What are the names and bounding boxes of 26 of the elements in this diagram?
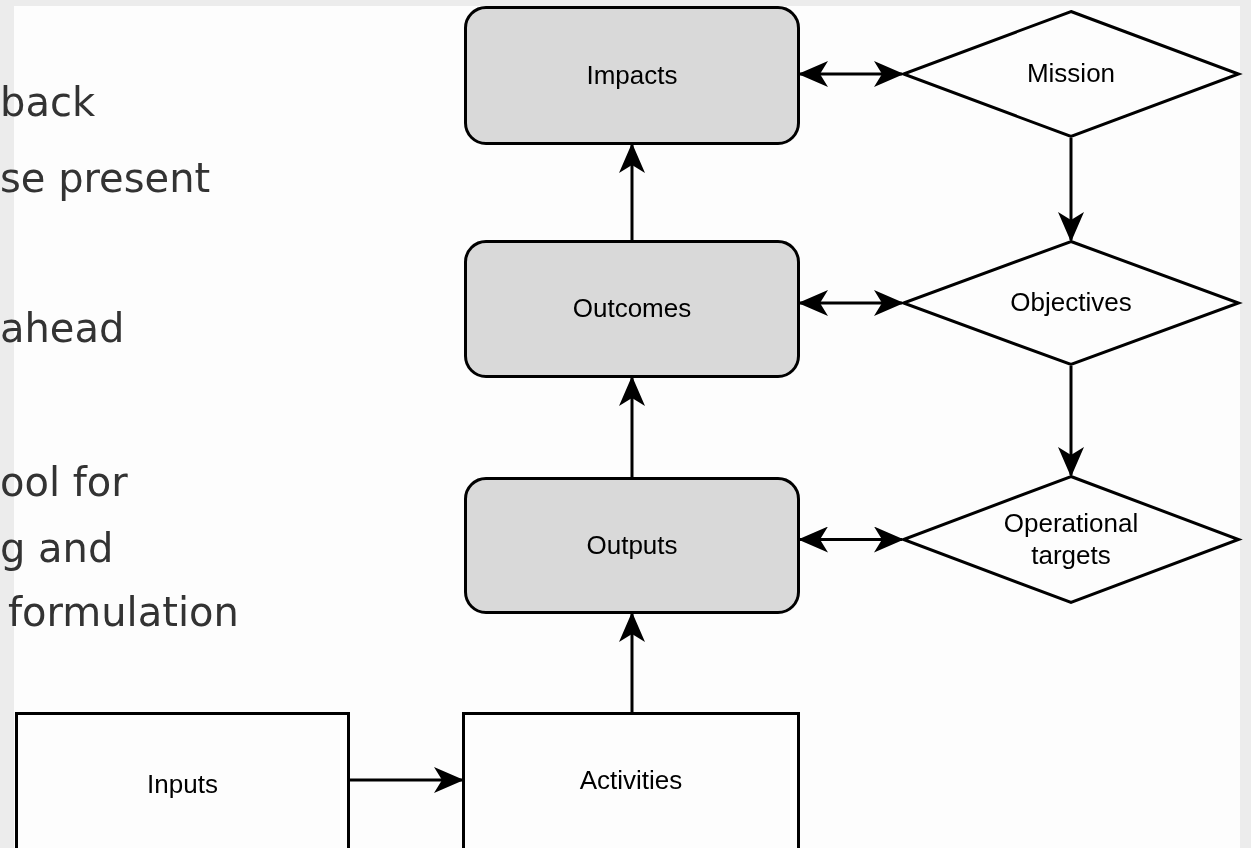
node-label: Mission — [1026, 58, 1116, 90]
arrow — [798, 526, 904, 553]
rounded-box — [464, 477, 800, 614]
rounded-box — [464, 240, 800, 378]
text-fragment: ool for — [0, 462, 128, 502]
node-label: Operational targets — [1002, 508, 1140, 571]
arrow — [1058, 138, 1084, 242]
arrow — [798, 290, 904, 316]
text-fragment: ahead — [0, 308, 125, 348]
node-label: Outcomes — [572, 293, 692, 325]
arrow — [1058, 366, 1084, 477]
arrow — [619, 612, 645, 712]
process-box — [462, 712, 800, 848]
text-fragment: back — [0, 82, 96, 122]
arrow — [350, 767, 464, 793]
node-label: Objectives — [1010, 287, 1132, 319]
arrow — [619, 376, 645, 477]
arrow — [619, 143, 645, 240]
node-label: Outputs — [586, 529, 678, 562]
text-fragment: formulation — [8, 592, 239, 632]
node-label: Activities — [579, 765, 683, 797]
rounded-box — [464, 6, 800, 145]
arrow — [798, 61, 904, 87]
node-label: Impacts — [586, 59, 678, 92]
node-label: Inputs — [147, 769, 218, 801]
process-box — [15, 712, 350, 848]
